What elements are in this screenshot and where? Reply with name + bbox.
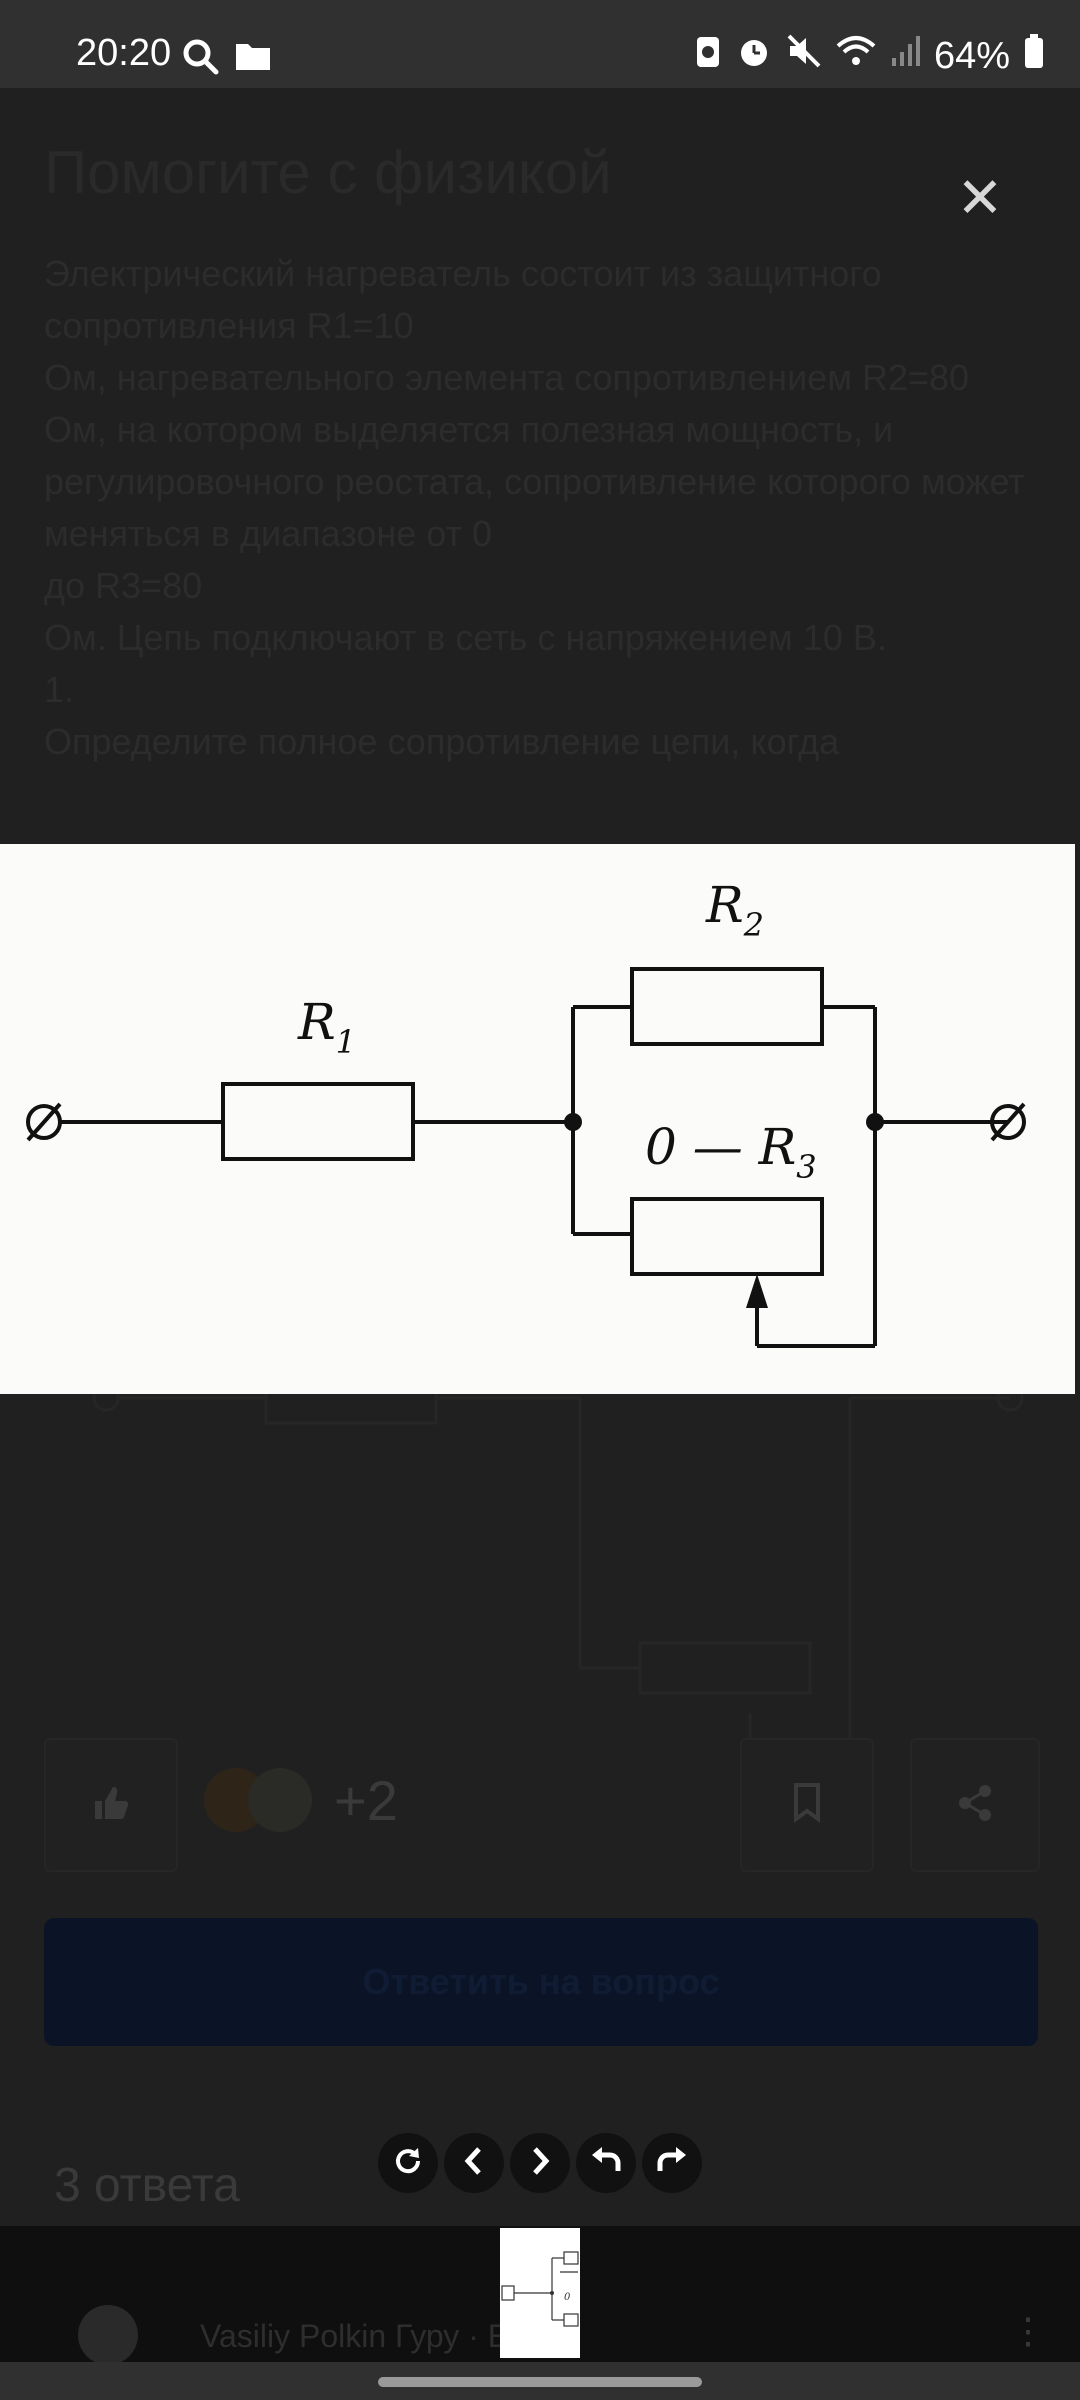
more-options-icon[interactable]: ⋮ bbox=[1010, 2310, 1046, 2351]
svg-text:0: 0 bbox=[564, 2292, 571, 2303]
clock: 20:20 bbox=[76, 32, 172, 74]
right-terminal bbox=[990, 1104, 1026, 1140]
status-bar: 20:20 64% bbox=[0, 0, 1080, 88]
rheostat-r3 bbox=[630, 1197, 824, 1276]
rotate-button[interactable] bbox=[378, 2133, 438, 2193]
battery-level: 64% bbox=[933, 34, 1010, 77]
question-body: Электрический нагреватель состоит из защ… bbox=[44, 253, 1025, 762]
more-likers-count: +2 bbox=[334, 1769, 398, 1832]
undo-icon bbox=[590, 2145, 622, 2182]
signal-icon bbox=[890, 34, 920, 78]
alarm-icon bbox=[736, 33, 772, 79]
answers-count: 3 ответа bbox=[54, 2159, 240, 2212]
redo-button[interactable] bbox=[642, 2133, 702, 2193]
prev-icon bbox=[460, 2145, 488, 2182]
junction-right bbox=[866, 1113, 884, 1131]
battery-icon bbox=[1024, 33, 1044, 79]
redo-icon bbox=[656, 2145, 688, 2182]
share-icon bbox=[955, 1783, 995, 1828]
bookmark-button[interactable] bbox=[740, 1738, 874, 1872]
r1-label: R1 bbox=[297, 993, 356, 1061]
answer-question-button[interactable]: Ответить на вопрос bbox=[44, 1918, 1038, 2046]
r3-label: 0 — R3 bbox=[645, 1118, 817, 1186]
viewer-image[interactable]: R1 R2 0 — R3 bbox=[0, 844, 1075, 1394]
page-title: Помогите с физикой bbox=[44, 139, 612, 206]
liker-avatars bbox=[204, 1768, 312, 1832]
thumbnail-circuit: 0 bbox=[501, 2251, 579, 2327]
share-button[interactable] bbox=[910, 1738, 1040, 1872]
bookmark-icon bbox=[792, 1782, 822, 1828]
rheostat-arrow bbox=[746, 1274, 768, 1308]
r2-label: R2 bbox=[705, 876, 764, 944]
navigation-bar bbox=[0, 2362, 1080, 2400]
junction-left bbox=[564, 1113, 582, 1131]
like-button[interactable] bbox=[44, 1738, 178, 1872]
resistor-r2 bbox=[630, 967, 824, 1046]
viewer-controls bbox=[378, 2133, 702, 2193]
mute-icon bbox=[786, 33, 822, 79]
resistor-r1 bbox=[221, 1082, 415, 1161]
undo-button[interactable] bbox=[576, 2133, 636, 2193]
image-thumbnail[interactable]: 0 bbox=[500, 2228, 580, 2358]
home-gesture-handle[interactable] bbox=[378, 2377, 702, 2387]
next-icon bbox=[526, 2145, 554, 2182]
thumbs-up-icon bbox=[91, 1783, 131, 1828]
faded-circuit-diagram bbox=[92, 1371, 1024, 1738]
circuit-diagram: R1 R2 0 — R3 bbox=[26, 876, 1026, 1348]
close-icon[interactable]: ✕ bbox=[956, 166, 1004, 229]
rotate-icon bbox=[392, 2145, 424, 2182]
question-actions: +2 bbox=[44, 1738, 1040, 1872]
nfc-icon bbox=[694, 32, 722, 80]
folder-icon bbox=[234, 38, 272, 81]
avatar bbox=[248, 1768, 312, 1832]
next-button[interactable] bbox=[510, 2133, 570, 2193]
avatar bbox=[78, 2305, 138, 2365]
search-icon bbox=[182, 38, 220, 81]
wifi-icon bbox=[836, 34, 876, 78]
prev-button[interactable] bbox=[444, 2133, 504, 2193]
